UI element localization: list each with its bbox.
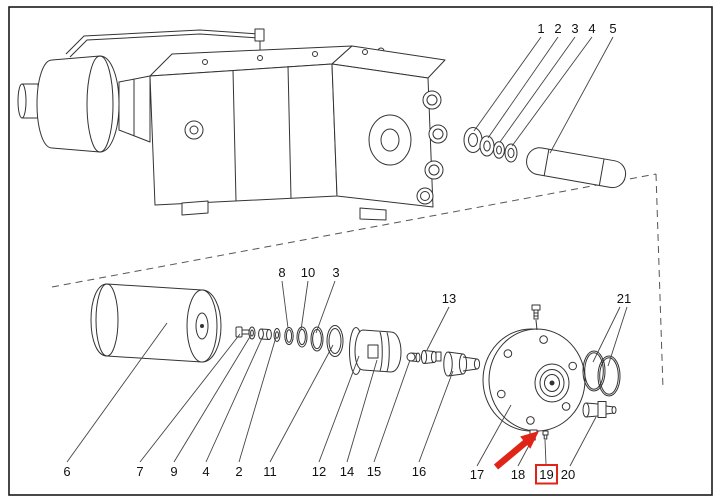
washer-part-2 [479, 135, 495, 157]
callout-9: 9 [170, 464, 177, 479]
pin-part-5 [526, 147, 627, 189]
callout-4-bottom: 4 [202, 464, 209, 479]
callout-8: 8 [278, 265, 285, 280]
washer-part-1 [463, 127, 483, 153]
callout-3-top: 3 [571, 21, 578, 36]
callout-21: 21 [617, 291, 631, 306]
callout-20: 20 [561, 467, 575, 482]
foot [359, 207, 387, 221]
piston-parts-12-14 [349, 327, 402, 375]
canister-part-6 [90, 283, 222, 363]
washer-part-3 [493, 141, 505, 159]
bleed-screw-top [531, 304, 541, 331]
foot [181, 200, 209, 216]
highlight-box-19 [535, 464, 558, 485]
end-cap-part-17 [482, 304, 586, 441]
callout-6: 6 [63, 464, 70, 479]
callout-11: 11 [263, 464, 277, 479]
callout-4-top: 4 [588, 21, 595, 36]
spacer-part-4 [258, 328, 272, 340]
callout-15: 15 [367, 464, 381, 479]
callout-19-highlighted: 19 [539, 467, 553, 482]
bottom-exploded-assembly [90, 283, 621, 441]
bell-housing [36, 55, 120, 153]
callout-10: 10 [301, 265, 315, 280]
cylinder-part-16 [443, 351, 481, 377]
fitting-part-20 [582, 401, 617, 418]
callout-18: 18 [511, 467, 525, 482]
callout-17: 17 [470, 467, 484, 482]
highlight-arrow [493, 431, 539, 470]
callout-16: 16 [412, 464, 426, 479]
callout-7: 7 [136, 464, 143, 479]
plug-part-19 [542, 430, 549, 440]
callout-14: 14 [340, 464, 354, 479]
callout-13: 13 [442, 291, 456, 306]
main-pump-assembly [17, 28, 448, 221]
phantom-lines [51, 173, 664, 390]
o-rings-part-21 [582, 350, 621, 397]
callout-5: 5 [609, 21, 616, 36]
leader-lines [66, 36, 628, 467]
small-fasteners-and-rings [235, 325, 344, 357]
washers-and-pin [463, 127, 627, 189]
block-front-face [149, 63, 338, 206]
callout-2: 2 [554, 21, 561, 36]
tube-fitting [254, 28, 265, 42]
hex-plugs [416, 90, 448, 205]
callout-3-mid: 3 [332, 265, 339, 280]
tube-line [69, 33, 259, 58]
washer-part-4 [504, 143, 518, 163]
callout-1: 1 [537, 21, 544, 36]
fitting-part-13 [420, 350, 442, 364]
callout-12: 12 [312, 464, 326, 479]
fitting-part-15 [406, 352, 421, 363]
tube-line [65, 29, 259, 55]
drawing-frame [8, 6, 713, 496]
callout-2-bottom: 2 [235, 464, 242, 479]
